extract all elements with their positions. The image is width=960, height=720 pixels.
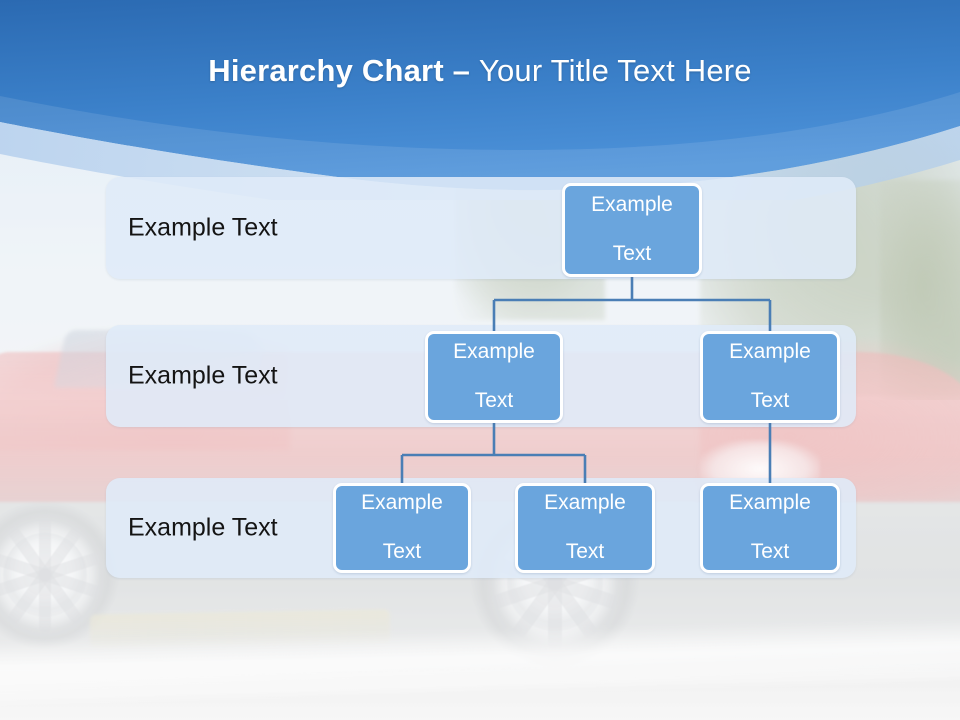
header-blue-shape xyxy=(0,0,960,191)
page-title: Hierarchy Chart – Your Title Text Here xyxy=(0,53,960,88)
row-label-2: Example Text xyxy=(128,361,278,390)
hierarchy-row-panel-1: Example Text xyxy=(106,177,856,279)
row-label-3: Example Text xyxy=(128,513,278,542)
background-car-wheel xyxy=(0,500,120,650)
row-label-1: Example Text xyxy=(128,213,278,242)
page-title-bold: Hierarchy Chart – xyxy=(208,53,479,88)
page-title-light: Your Title Text Here xyxy=(478,53,752,88)
header-sheen xyxy=(0,92,960,191)
